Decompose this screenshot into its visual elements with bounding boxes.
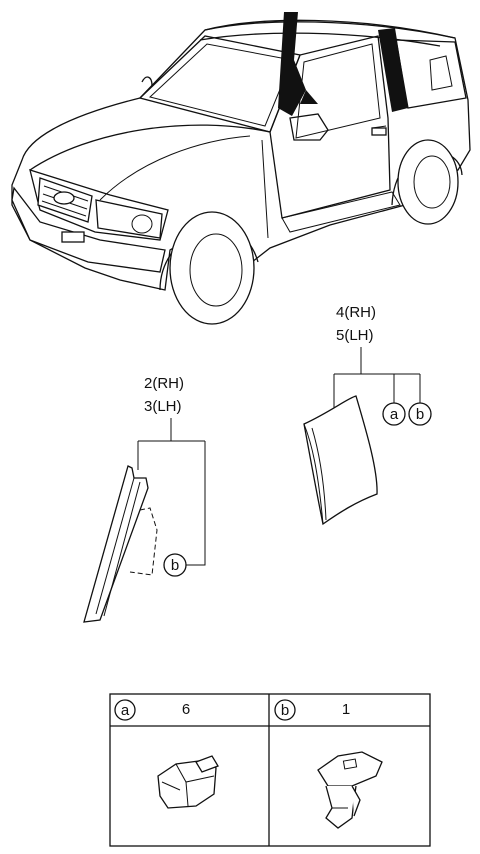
marker-b-quarter: b [408,402,432,426]
clip-a-illustration [157,755,219,809]
pillar-trim-callout: 2(RH) 3(LH) [137,375,206,566]
legend-qty-b: 1 [342,701,350,718]
marker-a-quarter: a [382,402,406,426]
legend-letter-a: a [121,702,130,719]
fastener-legend-table: a 6 b 1 [109,693,431,847]
callout-label-rh: 2(RH) [144,375,184,392]
svg-text:b: b [171,557,179,574]
svg-text:a: a [390,406,399,423]
quarter-trim-panel [303,395,378,526]
vehicle-illustration [11,12,471,325]
callout-label-rh: 4(RH) [336,304,376,321]
callout-label-lh: 5(LH) [336,327,374,344]
quarter-trim-callout: 4(RH) 5(LH) [333,304,421,410]
callout-label-lh: 3(LH) [144,398,182,415]
legend-qty-a: 6 [182,701,190,718]
legend-letter-b: b [281,702,289,719]
pillar-trim-panel [83,465,158,623]
marker-b-pillar: b [163,553,187,577]
svg-text:b: b [416,406,424,423]
legend-header-b: b 1 [274,699,350,721]
clip-b-illustration [317,751,383,829]
legend-header-a: a 6 [114,699,190,721]
